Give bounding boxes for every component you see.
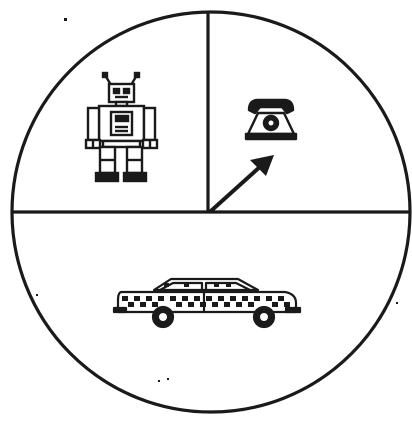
car-icon: [114, 279, 300, 327]
arrow-icon: [212, 155, 274, 210]
robot-icon: [86, 73, 157, 181]
telephone-icon: [246, 100, 296, 139]
